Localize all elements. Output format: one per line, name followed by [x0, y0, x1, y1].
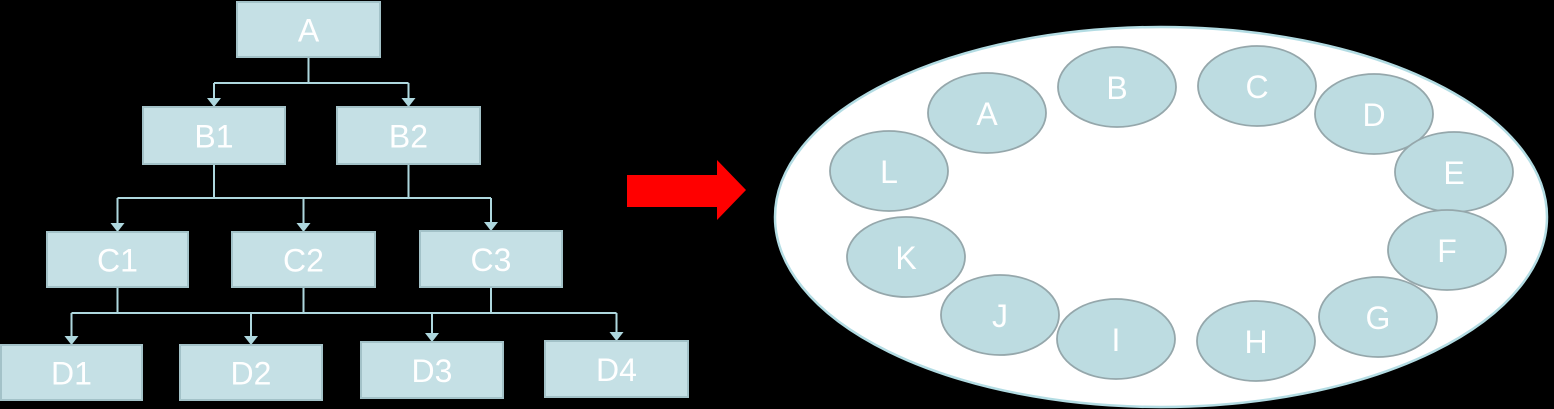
cycle-node-label-H: H: [1244, 324, 1267, 360]
cycle-node-label-D: D: [1362, 97, 1385, 133]
cycle-node-label-C: C: [1245, 69, 1268, 105]
cycle-node-F: [1387, 209, 1507, 291]
cycle-node-C: [1197, 45, 1317, 127]
tree-box-D4: [544, 340, 689, 398]
tree-box-label-B2: B2: [389, 119, 428, 155]
cycle-node-label-B: B: [1106, 70, 1127, 106]
cycle-nodes: A B C D E F G H I J K L: [829, 45, 1514, 382]
cycle-node-label-K: K: [895, 240, 916, 276]
tree-box-C1: [46, 231, 189, 288]
tree-box-B1: [142, 106, 286, 165]
cycle-node-label-F: F: [1437, 233, 1457, 269]
tree-box-C2: [231, 231, 376, 288]
cycle-node-label-J: J: [992, 298, 1008, 334]
cycle-node-label-E: E: [1443, 155, 1464, 191]
cycle-node-D: [1314, 73, 1434, 155]
cycle-node-label-I: I: [1112, 322, 1121, 358]
tree-box-D2: [179, 344, 323, 401]
tree-box-A: [236, 1, 381, 58]
right-arrow-icon: [627, 160, 746, 220]
tree-box-label-C3: C3: [471, 242, 512, 278]
cycle-node-J: [940, 274, 1060, 356]
tree-box-label-D1: D1: [51, 356, 92, 392]
tree-box-B2: [336, 106, 481, 165]
cycle-node-A: [927, 72, 1047, 154]
cycle-node-B: [1057, 46, 1177, 128]
cycle-node-K: [846, 216, 966, 298]
tree-box-label-A: A: [298, 13, 320, 49]
tree-box-label-D4: D4: [596, 352, 637, 388]
tree-box-label-D2: D2: [231, 356, 272, 392]
tree-box-label-C1: C1: [97, 243, 138, 279]
tree-box-C3: [419, 230, 563, 288]
cycle-node-label-A: A: [976, 96, 998, 132]
cycle-node-I: [1056, 298, 1176, 380]
tree-box-label-D3: D3: [412, 353, 453, 389]
cycle-node-G: [1318, 276, 1438, 358]
tree-box-label-C2: C2: [283, 243, 324, 279]
cycle-node-L: [829, 130, 949, 212]
tree-box-D1: [0, 344, 143, 401]
cycle-node-label-G: G: [1366, 300, 1391, 336]
tree-box-label-B1: B1: [194, 119, 233, 155]
tree-connectors: [64, 57, 624, 345]
cycle-node-label-L: L: [880, 154, 898, 190]
cycle-node-H: [1196, 300, 1316, 382]
tree-box-D3: [360, 341, 504, 399]
